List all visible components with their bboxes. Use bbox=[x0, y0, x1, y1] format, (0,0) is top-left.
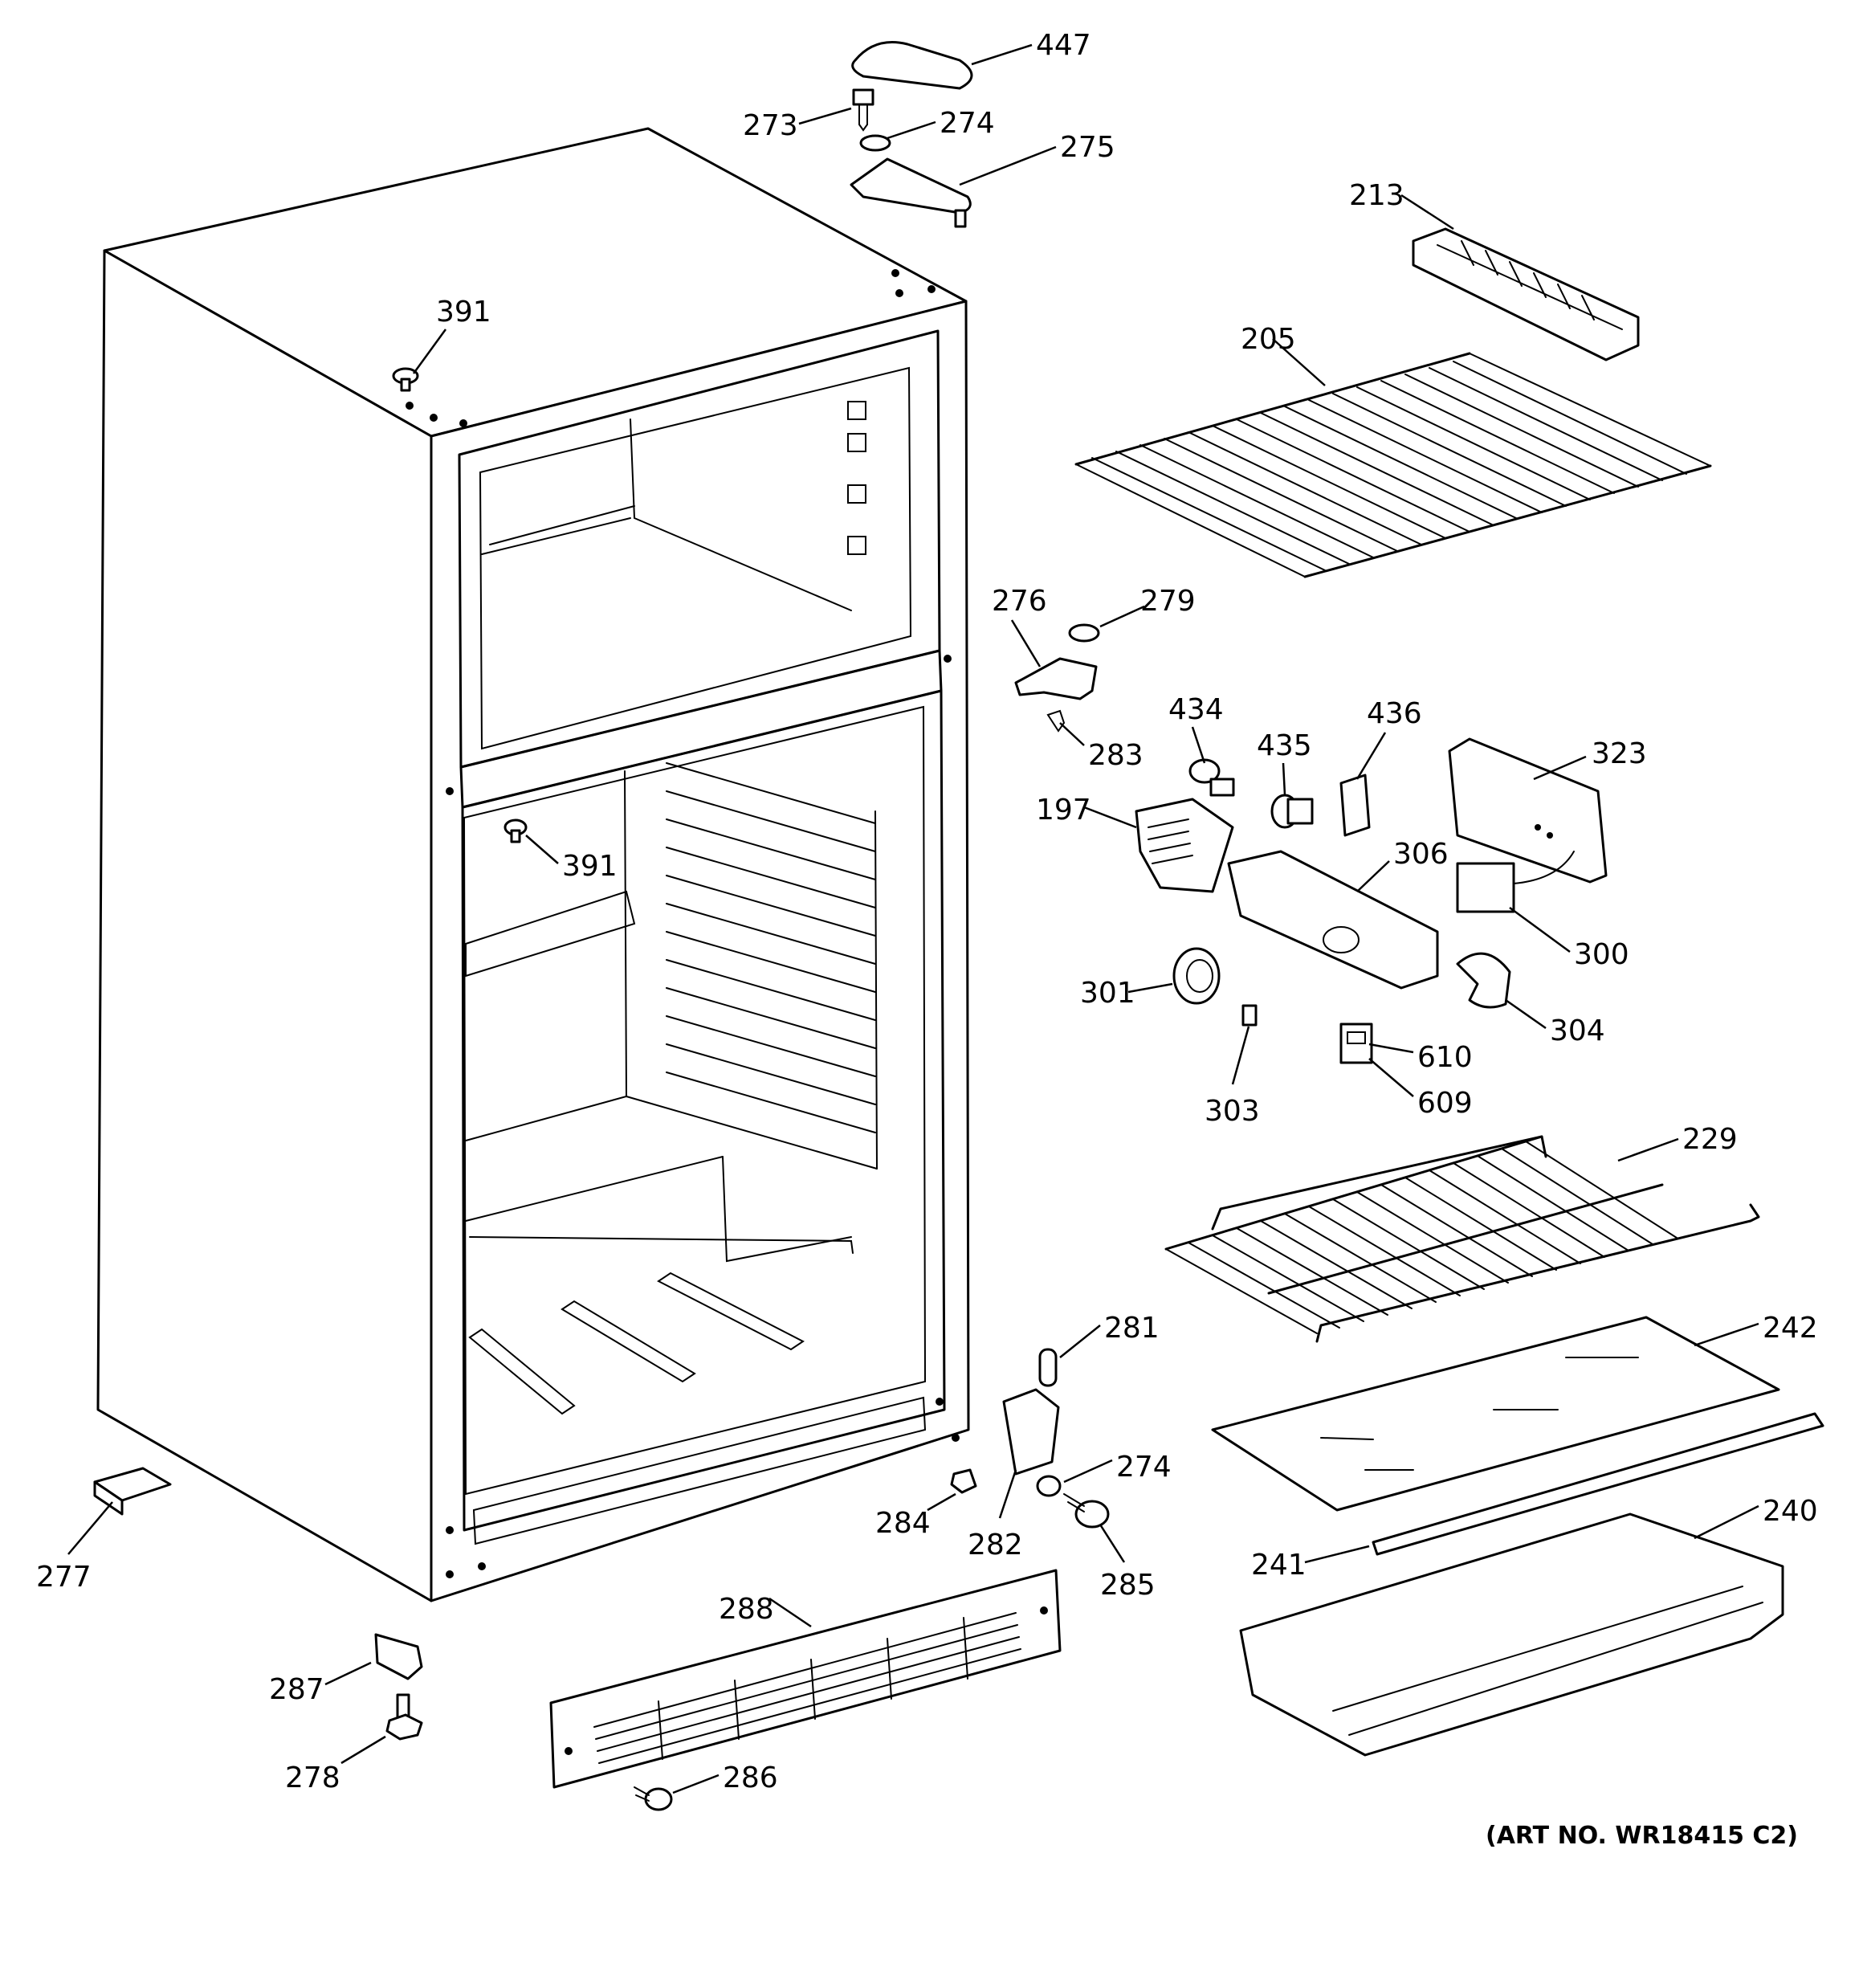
label-304: 304 bbox=[1550, 1014, 1605, 1047]
label-274-bottom: 274 bbox=[1116, 1451, 1172, 1484]
label-303: 303 bbox=[1205, 1095, 1260, 1128]
plug-button-top-shape bbox=[392, 367, 419, 392]
label-306: 306 bbox=[1393, 838, 1449, 871]
label-288: 288 bbox=[719, 1593, 774, 1626]
crisper-drawer-shape bbox=[1239, 1512, 1784, 1757]
light-shield-shape bbox=[1135, 798, 1234, 893]
center-hinge-shape bbox=[1014, 657, 1098, 700]
control-bracket-shape bbox=[1448, 737, 1608, 884]
label-447: 447 bbox=[1036, 29, 1091, 62]
label-197: 197 bbox=[1036, 794, 1091, 827]
grille-shape bbox=[549, 1569, 1062, 1789]
shelf-rails bbox=[666, 762, 878, 1170]
label-301: 301 bbox=[1080, 977, 1135, 1010]
ice-tray-shape bbox=[1412, 227, 1640, 361]
top-hinge-shape bbox=[850, 157, 972, 228]
label-240: 240 bbox=[1763, 1495, 1818, 1528]
bottom-hinge-shape bbox=[1002, 1388, 1060, 1476]
label-281: 281 bbox=[1104, 1312, 1160, 1345]
hinge-screw-shape bbox=[852, 88, 874, 132]
hinge-nut-shape bbox=[950, 1468, 977, 1494]
label-229: 229 bbox=[1682, 1123, 1738, 1156]
control-housing-shape bbox=[1227, 850, 1439, 990]
label-300: 300 bbox=[1574, 938, 1629, 971]
fresh-food-shelf-shape bbox=[1164, 1135, 1760, 1343]
label-242: 242 bbox=[1763, 1312, 1818, 1345]
label-436: 436 bbox=[1367, 697, 1422, 730]
freezer-shelf-shape bbox=[1074, 352, 1712, 578]
label-273: 273 bbox=[743, 109, 798, 142]
washer-top-shape bbox=[859, 134, 891, 152]
leveling-bracket-shape bbox=[374, 1633, 423, 1680]
refrigerator-cabinet bbox=[96, 127, 970, 1602]
light-socket-shape bbox=[1270, 794, 1314, 829]
label-323: 323 bbox=[1592, 737, 1647, 770]
label-283: 283 bbox=[1088, 739, 1143, 772]
hinge-cover-shape bbox=[851, 41, 973, 90]
leader-lines bbox=[67, 43, 1759, 1794]
knob-cover-shape bbox=[1456, 952, 1511, 1009]
label-285: 285 bbox=[1100, 1569, 1156, 1602]
label-391-top: 391 bbox=[436, 296, 491, 329]
washer-bottom-shape bbox=[1036, 1475, 1062, 1497]
thermostat-shape bbox=[1456, 851, 1575, 913]
label-275: 275 bbox=[1060, 131, 1115, 164]
label-213: 213 bbox=[1349, 179, 1404, 212]
label-279: 279 bbox=[1140, 585, 1196, 618]
label-391-inner: 391 bbox=[562, 850, 618, 883]
hinge-screw-center-shape bbox=[1046, 709, 1066, 733]
label-609: 609 bbox=[1417, 1087, 1473, 1120]
label-278: 278 bbox=[285, 1761, 340, 1794]
art-number: (ART NO. WR18415 C2) bbox=[1486, 1822, 1798, 1850]
label-276: 276 bbox=[992, 585, 1047, 618]
leveling-leg-shape bbox=[385, 1693, 423, 1741]
label-435: 435 bbox=[1257, 729, 1312, 762]
roller-block-shape bbox=[93, 1467, 172, 1516]
label-274-top: 274 bbox=[940, 107, 995, 140]
hinge-washer-shape bbox=[1068, 623, 1100, 643]
label-284: 284 bbox=[875, 1507, 931, 1540]
label-610: 610 bbox=[1417, 1041, 1473, 1074]
grille-screw-shape bbox=[634, 1786, 673, 1811]
label-205: 205 bbox=[1241, 323, 1296, 356]
hinge-pin-shape bbox=[1038, 1348, 1058, 1387]
switch-clip-shape bbox=[1339, 774, 1371, 837]
label-277: 277 bbox=[36, 1561, 92, 1594]
light-bulb-shape bbox=[1188, 758, 1235, 797]
part-labels: 447 273 274 275 213 205 391 391 276 279 … bbox=[36, 29, 1818, 1794]
light-switch-shape bbox=[1339, 1023, 1373, 1064]
label-286: 286 bbox=[723, 1761, 778, 1794]
hinge-bolt-shape bbox=[1063, 1493, 1110, 1529]
damper-insert-shape bbox=[1241, 1004, 1258, 1027]
label-241: 241 bbox=[1251, 1549, 1307, 1582]
plug-button-inner-shape bbox=[503, 818, 528, 843]
label-287: 287 bbox=[269, 1673, 324, 1706]
cover-frame-strip-shape bbox=[1372, 1412, 1824, 1556]
control-knob-shape bbox=[1172, 947, 1221, 1005]
label-282: 282 bbox=[968, 1529, 1023, 1561]
label-434: 434 bbox=[1168, 693, 1224, 726]
crisper-cover-glass-shape bbox=[1211, 1316, 1780, 1512]
